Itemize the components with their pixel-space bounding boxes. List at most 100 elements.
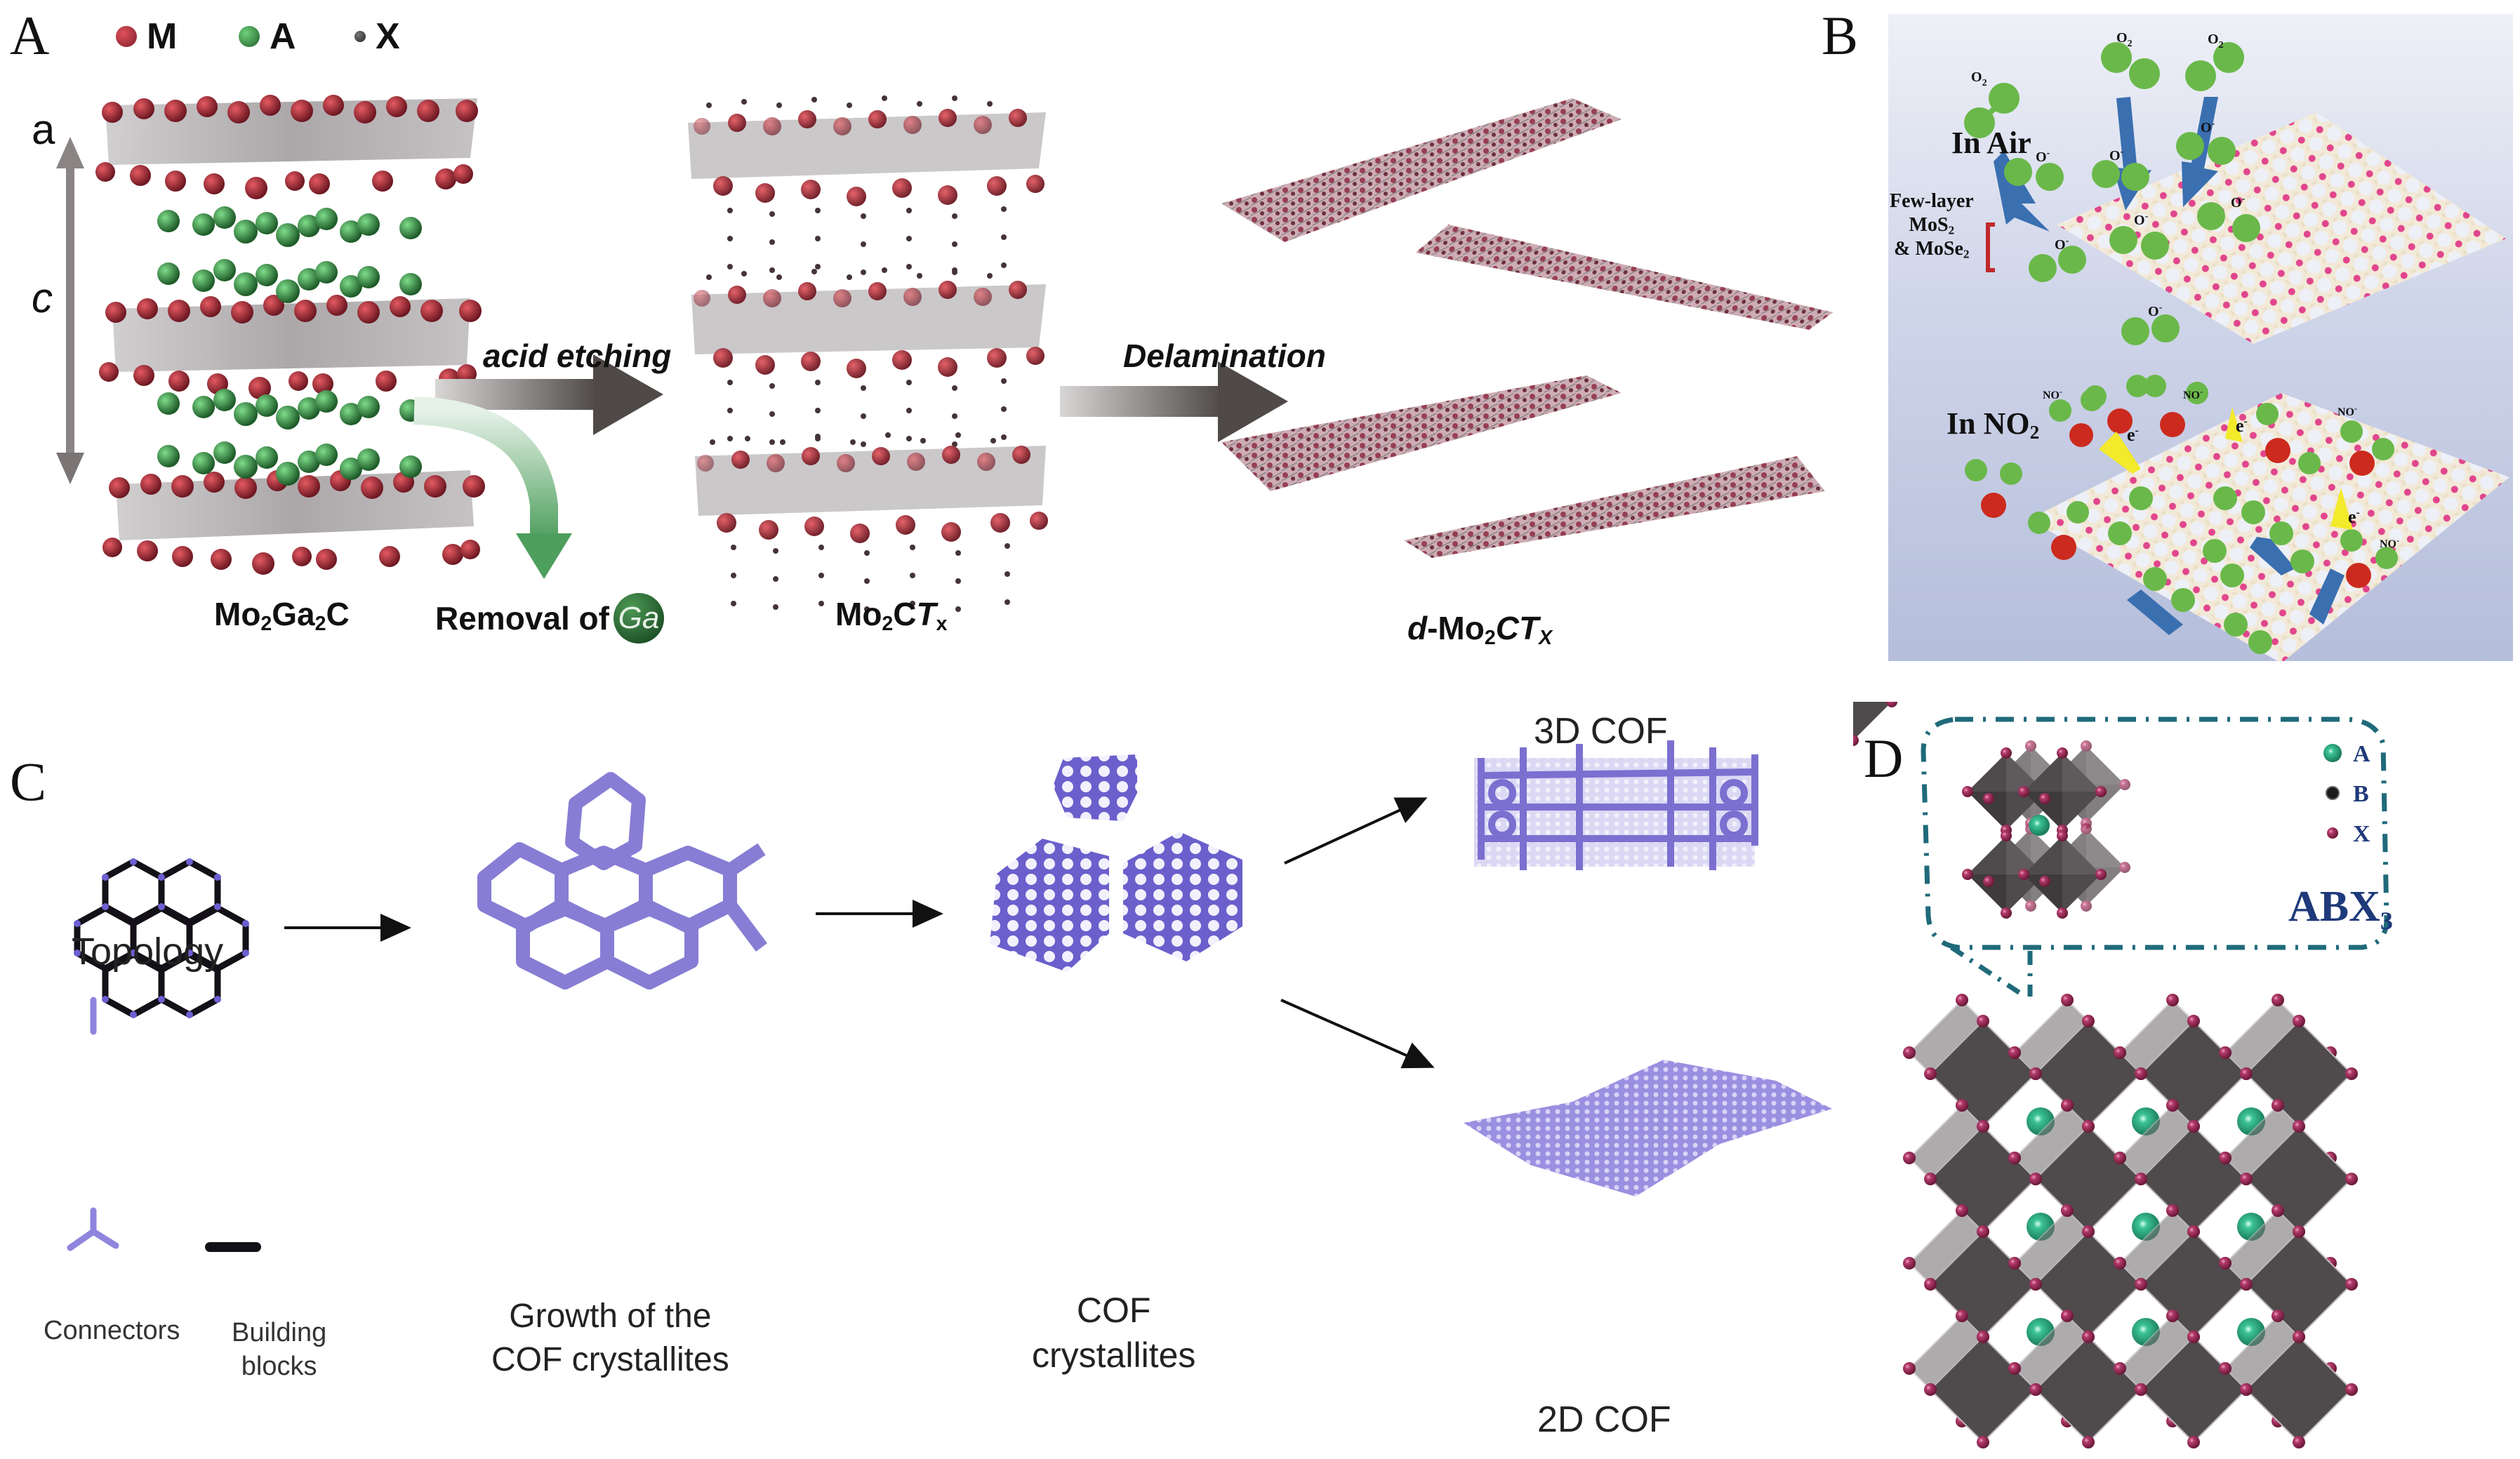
- o2-ads-label-1: O-: [2036, 148, 2050, 165]
- connectors-label: Connectors: [44, 1316, 180, 1345]
- x-site-atom: [2008, 1152, 2021, 1164]
- crystallites-line2: crystallites: [1032, 1335, 1196, 1375]
- x-site-atom: [2345, 1278, 2358, 1291]
- connector-shape: [67, 1207, 119, 1251]
- panel-letter-b: B: [1822, 5, 1859, 66]
- x-site-atom: [1924, 1067, 1937, 1080]
- perovskite-lattice: [1903, 994, 2358, 1448]
- x-site-atom: [2219, 1046, 2231, 1059]
- crystallites-line1: COF: [1076, 1291, 1151, 1330]
- ga-atom-icon: Ga: [613, 593, 664, 644]
- x-site-atom: [2008, 1362, 2021, 1375]
- growth-line1: Growth of the: [509, 1298, 712, 1335]
- mo2ctx-label-c: C: [893, 596, 917, 632]
- x-site-atom: [2061, 994, 2074, 1006]
- acid-etching-arrow: [435, 354, 663, 435]
- x-site-atom: [1977, 1015, 1989, 1027]
- legend-x-label: X: [2353, 821, 2370, 847]
- in-no2-sub: 2: [2029, 421, 2040, 443]
- few-layer-label: Few-layer MoS2 & MoSe2: [1890, 189, 1974, 261]
- panel-d-graphics: A B X ABX3: [1853, 702, 2393, 1448]
- x-site-atom: [2008, 1257, 2021, 1270]
- few-layer-line2: MoS2: [1909, 214, 1955, 237]
- mo2ctx-label-mo: Mo: [835, 596, 882, 632]
- x-site-atom: [2293, 1331, 2305, 1343]
- a-atom-icon: [239, 26, 260, 47]
- x-site-atom: [2272, 1099, 2284, 1112]
- mo2ga2c-label: Mo2Ga2C: [214, 595, 350, 636]
- legend-label-m: M: [147, 16, 178, 57]
- mo2ga2c-label-ga: Ga: [272, 596, 315, 632]
- mo2ga2c-structure: [95, 95, 485, 575]
- d-mo2ctx-label-c: C: [1495, 610, 1519, 646]
- building-blocks-line2: blocks: [241, 1352, 317, 1381]
- x-site-atom: [2029, 1383, 2042, 1396]
- x-site-atom: [2114, 1152, 2126, 1164]
- removal-label: Removal of: [435, 600, 609, 637]
- x-site-atom: [2082, 1436, 2095, 1448]
- x-site-atom: [1977, 1225, 1989, 1238]
- x-site-atom: [2166, 1204, 2179, 1217]
- legend-a-label: A: [2353, 741, 2370, 767]
- x-site-atom: [2082, 1331, 2095, 1343]
- mo2ctx-structure: [688, 95, 1048, 612]
- legend-b-label: B: [2353, 781, 2369, 807]
- x-site-atom: [2293, 1120, 2305, 1133]
- b-site-icon: [2326, 786, 2340, 800]
- x-site-atom: [2240, 1278, 2253, 1291]
- d-mo2ctx-label-sub2: X: [1539, 627, 1553, 650]
- o2-gas-molecules: [1964, 42, 2244, 138]
- in-no2-label: In NO2: [1947, 406, 2039, 441]
- building-blocks-line1: Building: [232, 1318, 327, 1347]
- crystallites-label: COF crystallites: [1032, 1288, 1195, 1378]
- x-site-atom: [2240, 1383, 2253, 1396]
- x-site-atom: [2135, 1383, 2147, 1396]
- cof-3d-label: 3D COF: [1534, 711, 1668, 752]
- x-site-atom: [2029, 1173, 2042, 1185]
- legend-label-x: X: [376, 16, 400, 57]
- x-site-atom: [2029, 1067, 2042, 1080]
- electron-label-1: e-: [2127, 425, 2139, 445]
- x-site-atom: [2166, 994, 2179, 1006]
- panel-letter-c: C: [10, 751, 47, 812]
- x-site-atom: [2082, 1120, 2095, 1133]
- removal-arrow: [413, 397, 572, 579]
- abx3-legend: A B X ABX3: [2288, 741, 2393, 935]
- mo2ga2c-label-sub2: 2: [314, 613, 326, 636]
- x-site-atom: [2187, 1015, 2200, 1027]
- m-atom-icon: [116, 26, 137, 47]
- mo2ga2c-label-c: C: [326, 596, 350, 632]
- x-site-atom: [1977, 1331, 1989, 1343]
- x-site-atom: [1903, 1152, 1916, 1164]
- delamination-label: Delamination: [1123, 338, 1326, 374]
- few-layer-line3: & MoSe2: [1894, 238, 1970, 261]
- x-site-atom: [1956, 994, 1968, 1006]
- x-site-atom: [2219, 1362, 2231, 1375]
- electron-label-3: e-: [2348, 507, 2360, 527]
- x-site-atom: [2135, 1173, 2147, 1185]
- abx3-unit-cell: [1853, 702, 2130, 919]
- mo2ga2c-label-sub1: 2: [260, 613, 272, 636]
- mo2ctx-label-sub2: x: [936, 613, 948, 636]
- x-site-atom: [2293, 1225, 2305, 1238]
- x-site-atom: [1924, 1278, 1937, 1291]
- x-site-atom: [2240, 1173, 2253, 1185]
- in-no2-text: In NO: [1947, 406, 2030, 441]
- x-site-atom: [1956, 1099, 1968, 1112]
- no2-ads-label-1: NO-: [2043, 387, 2062, 401]
- d-mo2ctx-label-d: d: [1407, 610, 1428, 646]
- removal-of-ga-label: Removal of Ga: [435, 593, 664, 644]
- cof-crystallites: [990, 754, 1242, 972]
- x-site-atom: [2272, 1310, 2284, 1322]
- x-site-atom: [2345, 1383, 2358, 1396]
- o2-ads-label-4: O-: [2231, 194, 2246, 211]
- x-site-atom: [2082, 1225, 2095, 1238]
- x-site-atom: [1924, 1383, 1937, 1396]
- x-site-atom: [2029, 1278, 2042, 1291]
- x-site-atom: [1977, 1436, 1989, 1448]
- topology-nodes: [74, 858, 249, 1018]
- x-site-atom: [1977, 1120, 1989, 1133]
- x-site-atom: [2008, 1046, 2021, 1059]
- x-site-atom: [1903, 1046, 1916, 1059]
- axis-a-label: a: [32, 106, 55, 153]
